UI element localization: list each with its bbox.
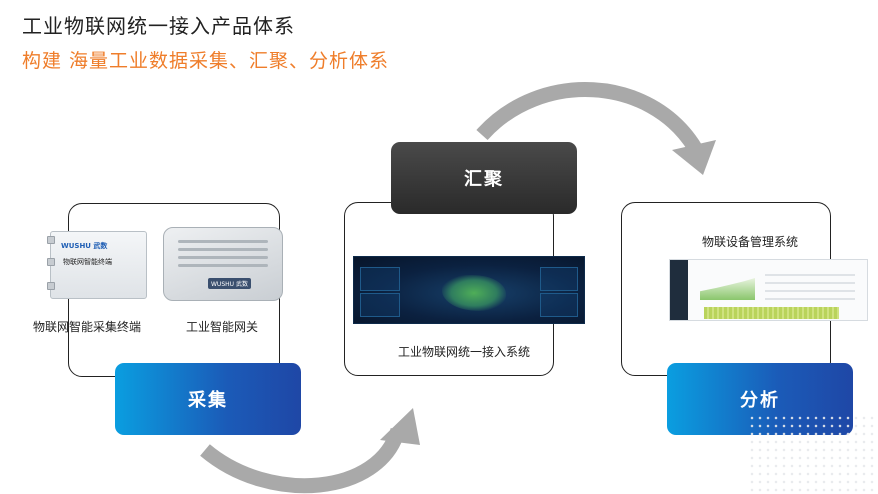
mgmt-row [765, 282, 855, 284]
arrow-collect-to-aggregate [200, 427, 406, 494]
mgmt-row [765, 274, 855, 276]
terminal-connector [47, 282, 55, 290]
gateway-brand: WUSHU 武数 [208, 278, 251, 289]
mgmt-system-screenshot [669, 259, 868, 321]
page-title: 工业物联网统一接入产品体系 [22, 14, 295, 38]
mgmt-sidebar [670, 260, 688, 320]
terminal-connector [47, 258, 55, 266]
mgmt-bar-strip [704, 307, 839, 319]
terminal-caption: 物联网智能采集终端 [33, 320, 142, 334]
mgmt-row [765, 298, 855, 300]
terminal-label: 物联网智能终端 [63, 258, 112, 266]
dashboard-panel [360, 267, 400, 291]
terminal-brand: WUSHU 武数 [61, 242, 108, 250]
access-system-screenshot [353, 256, 585, 324]
mgmt-area-chart [700, 278, 755, 300]
arrow-head-top [672, 140, 716, 175]
access-system-caption: 工业物联网统一接入系统 [398, 345, 531, 359]
iot-terminal-image: WUSHU 武数 物联网智能终端 [47, 231, 147, 299]
gateway-caption: 工业智能网关 [186, 320, 259, 334]
gateway-fin [178, 264, 268, 267]
gateway-image: WUSHU 武数 [163, 227, 283, 301]
mgmt-row [765, 290, 855, 292]
terminal-connector [47, 236, 55, 244]
dashboard-panel [360, 293, 400, 317]
arrow-aggregate-to-analyze [476, 82, 702, 153]
decorative-dots [748, 414, 878, 494]
dashboard-panel [540, 267, 578, 291]
arrow-head-bottom [380, 408, 420, 445]
stage-aggregate-label: 汇聚 [391, 142, 577, 214]
gateway-fin [178, 248, 268, 251]
stage-collect-label: 采集 [115, 363, 301, 435]
dashboard-map [442, 275, 506, 311]
gateway-fin [178, 240, 268, 243]
page-subtitle: 构建 海量工业数据采集、汇聚、分析体系 [22, 50, 390, 72]
mgmt-system-caption: 物联设备管理系统 [702, 235, 799, 249]
dashboard-panel [540, 293, 578, 317]
gateway-fin [178, 256, 268, 259]
